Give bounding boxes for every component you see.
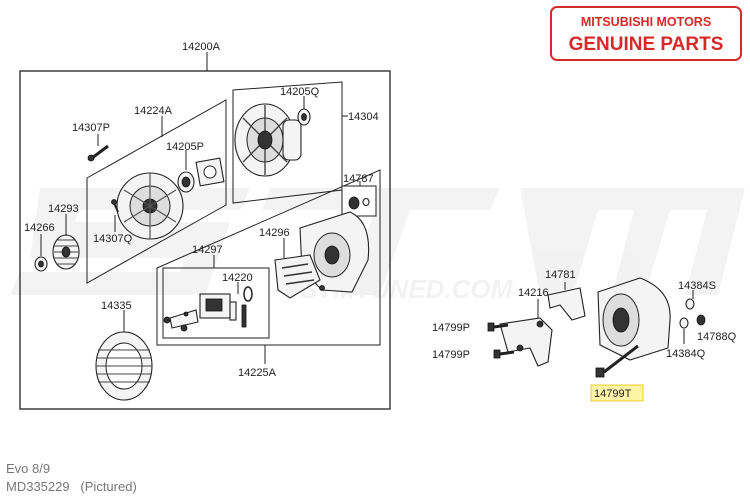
label-14384Q: 14384Q <box>666 348 706 360</box>
part-14788Q-nut <box>696 314 706 326</box>
footer-part-number: MD335229 (Pictured) <box>6 479 137 494</box>
part-rear-housing <box>116 172 184 240</box>
part-14205P-bearing <box>177 171 195 193</box>
label-14304: 14304 <box>348 111 379 123</box>
label-14781: 14781 <box>545 269 576 281</box>
label-14307P: 14307P <box>72 122 110 134</box>
subassembly-box-14297 <box>162 267 270 339</box>
label-14216: 14216 <box>518 287 549 299</box>
label-14335: 14335 <box>101 300 132 312</box>
assembly-box-14200A <box>19 70 391 410</box>
label-14205P: 14205P <box>166 141 204 153</box>
label-14266: 14266 <box>24 222 55 234</box>
stamp-line1: MITSUBISHI MOTORS <box>581 15 711 29</box>
subassembly-box-14224A <box>86 99 227 284</box>
part-alternator-body <box>597 277 671 361</box>
footer-model: Evo 8/9 <box>6 461 51 476</box>
part-14799P-bolt-b <box>493 349 515 359</box>
label-14788Q: 14788Q <box>697 331 737 343</box>
part-14220-brush-holder <box>199 293 237 321</box>
stamp-line2: GENUINE PARTS <box>569 34 724 55</box>
label-14787: 14787 <box>343 173 374 185</box>
part-14781-bracket <box>547 287 586 321</box>
label-14293: 14293 <box>48 203 79 215</box>
genuine-parts-stamp: MITSUBISHI MOTORS GENUINE PARTS <box>550 6 742 61</box>
label-14297: 14297 <box>192 244 223 256</box>
part-14787-bushing <box>348 196 370 210</box>
part-14296-regulator <box>274 254 325 299</box>
label-14296: 14296 <box>259 227 290 239</box>
label-14799T-highlight <box>590 384 644 402</box>
part-14205Q-bearing <box>297 108 311 126</box>
part-14799P-bolt-a <box>487 322 509 332</box>
part-14266-nut <box>34 256 48 272</box>
label-14205Q: 14205Q <box>280 86 320 98</box>
part-14307Q-screw <box>111 199 119 213</box>
label-14200A: 14200A <box>182 41 221 53</box>
part-14293-pulley <box>52 234 80 270</box>
label-14799P-b: 14799P <box>432 349 470 361</box>
part-14799T-long-bolt <box>595 344 639 378</box>
label-14799T: 14799T <box>594 388 632 400</box>
part-14384S-washer <box>685 298 695 310</box>
part-14384Q-washer <box>679 317 689 329</box>
part-14307P-bolt <box>87 144 109 162</box>
label-14225A: 14225A <box>238 367 277 379</box>
label-14220: 14220 <box>222 272 253 284</box>
part-14335-stator <box>95 331 153 401</box>
subassembly-box-14225A <box>156 169 381 346</box>
label-14799P-a: 14799P <box>432 322 470 334</box>
part-bearing-retainer <box>195 157 225 187</box>
part-14220-brush <box>241 286 253 328</box>
part-14304-rotor <box>234 103 302 177</box>
label-14384S: 14384S <box>678 280 716 292</box>
label-14307Q: 14307Q <box>93 233 133 245</box>
label-14224A: 14224A <box>134 105 173 117</box>
part-14297-bracket <box>163 309 199 332</box>
